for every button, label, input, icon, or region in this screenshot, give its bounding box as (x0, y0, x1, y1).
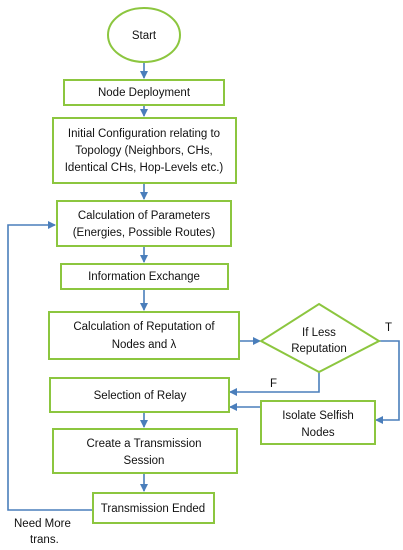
connectors (7, 62, 400, 511)
arrow-decision-false-to-relay (229, 372, 320, 396)
initial-configuration-box (52, 117, 237, 184)
isolate-selfish-box (260, 400, 376, 445)
parameters-box (56, 200, 232, 247)
transmission-ended-box (92, 492, 215, 524)
true-branch-label: T (385, 322, 392, 334)
decision-label-line2: Reputation (291, 343, 347, 355)
information-exchange-box (60, 263, 229, 290)
reputation-label-line2: Nodes and λ (112, 339, 177, 351)
configuration-label-line2: Topology (Neighbors, CHs, (75, 145, 212, 157)
start-node (107, 7, 181, 63)
parameters-label-line1: Calculation of Parameters (78, 210, 211, 222)
relay-selection-label: Selection of Relay (94, 390, 187, 402)
decision-label-line1: If Less (302, 327, 336, 339)
configuration-label-line1: Initial Configuration relating to (68, 128, 220, 140)
information-exchange-label: Information Exchange (88, 271, 200, 283)
isolate-selfish-label-line2: Nodes (301, 427, 334, 439)
parameters-label-line2: (Energies, Possible Routes) (73, 227, 216, 239)
transmission-session-label-line2: Session (124, 455, 165, 467)
node-deployment-box (63, 79, 225, 106)
transmission-ended-label: Transmission Ended (101, 503, 205, 515)
reputation-decision-diamond (259, 302, 382, 374)
reputation-label-line1: Calculation of Reputation of (73, 321, 215, 333)
isolate-selfish-label-line1: Isolate Selfish (282, 410, 354, 422)
arrow-decision-true-to-isolate (375, 340, 400, 424)
loop-label-line2: trans. (30, 534, 59, 546)
node-deployment-label: Node Deployment (98, 87, 191, 99)
reputation-box (48, 311, 240, 360)
arrow-loop-back-to-params (7, 221, 93, 511)
transmission-session-box (52, 428, 238, 474)
configuration-label-line3: Identical CHs, Hop-Levels etc.) (65, 162, 224, 174)
loop-label-line1: Need More (14, 518, 71, 530)
false-branch-label: F (270, 378, 277, 390)
start-label: Start (132, 30, 157, 42)
relay-selection-box (49, 377, 230, 413)
transmission-session-label-line1: Create a Transmission (86, 438, 201, 450)
